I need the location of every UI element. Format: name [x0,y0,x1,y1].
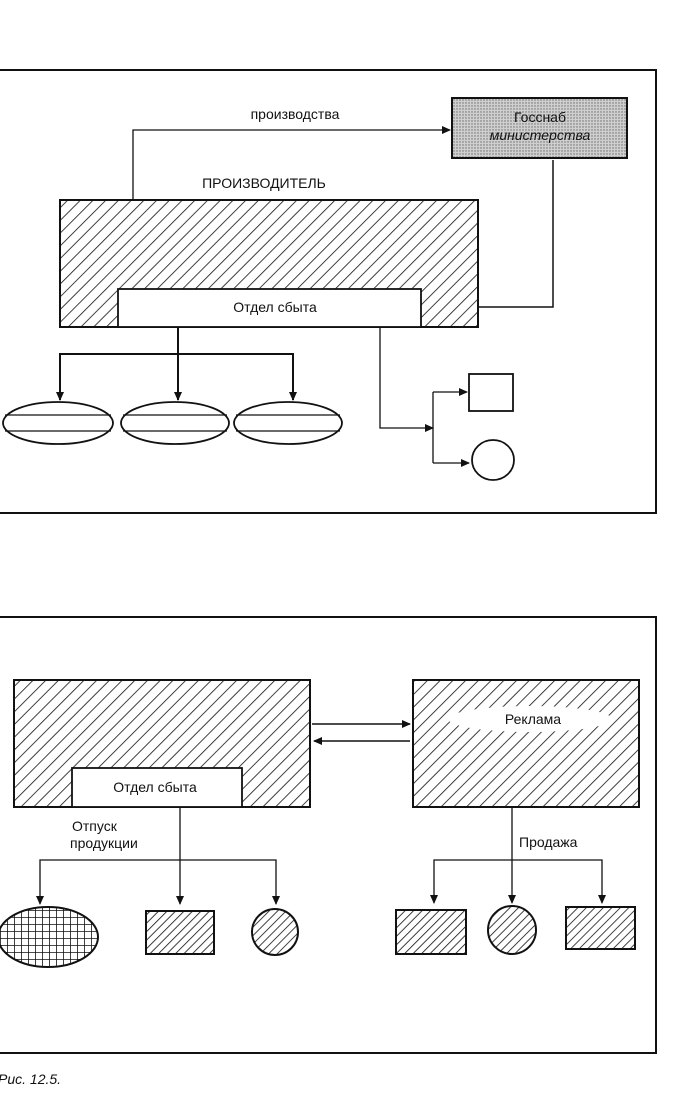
sale-label: Продажа [519,834,578,850]
bottom-diagram: Отдел сбыта Реклама Отпуск продукции Про… [0,617,656,1053]
hatched-rect-right-1 [396,910,466,954]
sale-arrow-1 [434,860,512,903]
right-branch-line [380,327,433,428]
sales-dept-label-top: Отдел сбыта [233,299,317,315]
hatched-circle-right [488,906,536,954]
oval-shape-1 [3,402,113,444]
release-arrow-1 [40,860,180,904]
supplier-box: Госснаб министерства [452,98,627,158]
release-arrow-3 [180,860,276,904]
grid-oval [0,907,98,967]
oval-shape-2 [121,402,229,444]
branch-arrow-1 [60,327,178,400]
release-label-line2: продукции [70,835,138,851]
oval-shape-3 [234,402,342,444]
small-square [469,374,513,411]
supplier-label-line1: Госснаб [514,109,566,125]
hatched-rect-right-2 [566,907,635,949]
hatched-rect-left [146,911,214,954]
sales-dept-label-bottom: Отдел сбыта [113,779,197,795]
advertising-label: Реклама [505,711,561,727]
hatched-circle-left [252,909,298,955]
production-arrow-label: производства [251,106,340,122]
small-circle [472,440,514,480]
branch-arrow-3 [178,354,293,400]
supplier-label-line2: министерства [490,127,591,143]
top-diagram: Госснаб министерства производства ПРОИЗВ… [0,70,656,513]
figure-caption: Рис. 12.5. [0,1071,61,1087]
producer-label: ПРОИЗВОДИТЕЛЬ [202,175,326,191]
advertising-block [413,680,639,807]
release-label-line1: Отпуск [72,818,118,834]
sale-arrow-3 [512,860,602,903]
